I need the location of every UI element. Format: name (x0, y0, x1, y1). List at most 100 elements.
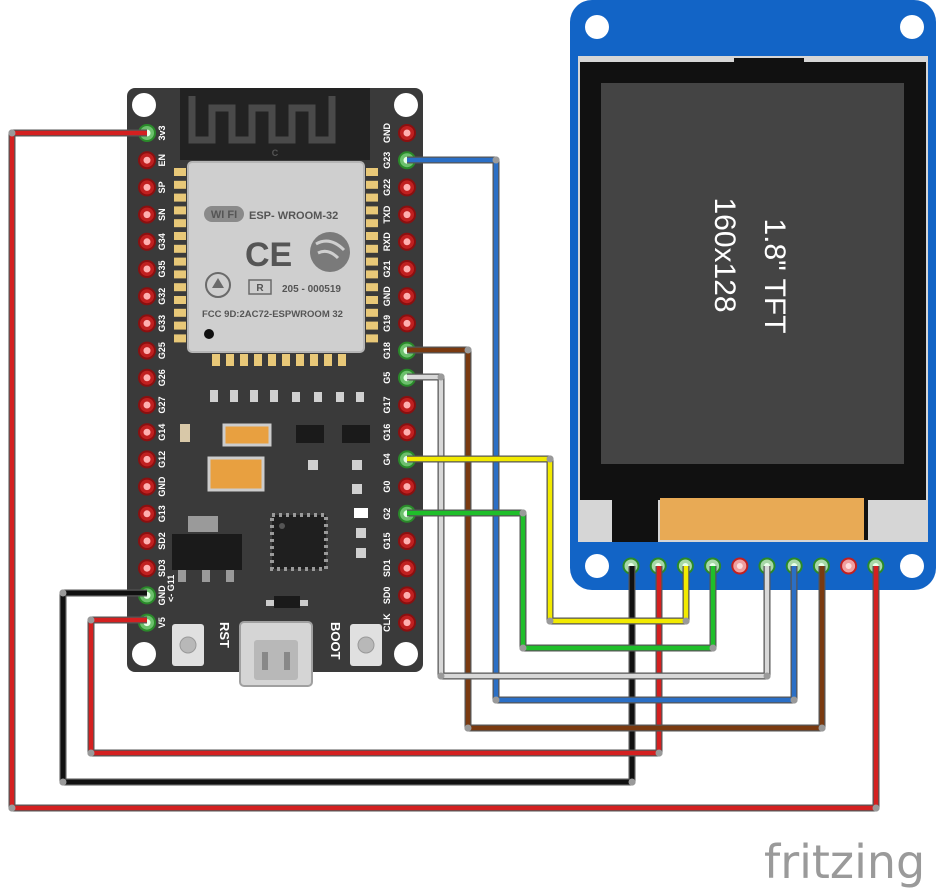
wire-bendpoint[interactable] (519, 509, 527, 517)
module-pad (366, 283, 378, 292)
rst-label: RST (217, 622, 232, 648)
header-pin-hole (143, 483, 151, 491)
wire-bendpoint[interactable] (464, 346, 472, 354)
pin-label: RXD (382, 232, 392, 252)
mount-hole (132, 93, 156, 117)
cert-r-label: R (256, 283, 264, 294)
wire-bendpoint[interactable] (872, 804, 880, 812)
g11-note: <- G11 (166, 575, 176, 602)
pin-label: GND (157, 476, 167, 497)
usb-uart-chip (270, 513, 328, 571)
mount-hole (900, 554, 924, 578)
mount-hole (900, 15, 924, 39)
micro-usb-port (239, 621, 313, 687)
flex-cable-edge (864, 498, 868, 540)
pin-label: G0 (382, 481, 392, 493)
pin1-dot (204, 329, 214, 339)
module-pad (338, 354, 346, 366)
pin-label: 3v3 (157, 125, 167, 140)
wire-bendpoint[interactable] (59, 589, 67, 597)
boot-button[interactable] (350, 624, 382, 666)
wire-bendpoint[interactable] (519, 644, 527, 652)
module-pad (366, 321, 378, 330)
mount-hole (585, 554, 609, 578)
module-pad (254, 354, 262, 366)
module-pad (366, 257, 378, 266)
antenna-label: C (272, 148, 279, 158)
wire-bendpoint[interactable] (655, 749, 663, 757)
header-pin-hole (403, 211, 411, 219)
header-pin-hole (403, 183, 411, 191)
wire-bendpoint[interactable] (8, 129, 16, 137)
wire-bendpoint[interactable] (709, 644, 717, 652)
pin-label: SD1 (382, 559, 392, 577)
wire-bendpoint[interactable] (59, 778, 67, 786)
wire-bendpoint[interactable] (763, 672, 771, 680)
tft-display: 1.8" TFT 160x128 (570, 0, 936, 590)
header-pin-hole (143, 401, 151, 409)
header-pin-hole (143, 211, 151, 219)
module-pad (366, 270, 378, 279)
header-pin-hole (403, 265, 411, 273)
module-pad (366, 193, 378, 202)
header-pin-hole (403, 483, 411, 491)
wire-bendpoint[interactable] (546, 617, 554, 625)
module-pad (366, 219, 378, 228)
module-pad (174, 168, 186, 176)
header-pin-hole (143, 510, 151, 518)
pin-label: V5 (157, 617, 167, 628)
wire-bendpoint[interactable] (818, 724, 826, 732)
header-pin-hole (403, 319, 411, 327)
cert-r-box (248, 279, 272, 295)
tft-pin-hole (845, 563, 852, 569)
tft-pin-hole (736, 563, 743, 569)
pin-label: G15 (382, 532, 392, 549)
module-pad (366, 308, 378, 317)
pin-label: G14 (157, 424, 167, 441)
pin-label: GND (382, 123, 392, 144)
header-pin-hole (403, 564, 411, 572)
pin-label: CLK (382, 613, 392, 632)
ce-mark: CE (245, 236, 292, 274)
cert-number: 205 - 000519 (282, 284, 341, 295)
wire-bendpoint[interactable] (682, 617, 690, 625)
mount-hole (394, 642, 418, 666)
pin-label: G21 (382, 260, 392, 277)
module-pad (366, 206, 378, 215)
rst-button[interactable] (172, 624, 204, 666)
wire-bendpoint[interactable] (492, 696, 500, 704)
pin-label: G17 (382, 396, 392, 413)
pin-label: SP (157, 181, 167, 193)
wire-bendpoint[interactable] (8, 804, 16, 812)
module-pad (174, 308, 186, 317)
module-pads (174, 168, 378, 366)
mount-hole (394, 93, 418, 117)
pin-label: SD0 (382, 587, 392, 605)
wire-bendpoint[interactable] (437, 672, 445, 680)
header-pin-hole (143, 564, 151, 572)
wire-bendpoint[interactable] (546, 455, 554, 463)
wire-bendpoint[interactable] (628, 778, 636, 786)
wire-bendpoint[interactable] (437, 373, 445, 381)
header-pin-hole (143, 428, 151, 436)
pin-label: GND (382, 286, 392, 307)
pin-label: G34 (157, 233, 167, 250)
pin-label: G35 (157, 260, 167, 277)
wire-bendpoint[interactable] (464, 724, 472, 732)
pin-label: G4 (382, 453, 392, 465)
module-pad (174, 219, 186, 228)
header-pin-hole (403, 238, 411, 246)
header-pin-hole (143, 265, 151, 273)
wire-bendpoint[interactable] (492, 156, 500, 164)
wire-bendpoint[interactable] (87, 616, 95, 624)
flex-cable-left (612, 498, 658, 542)
recycle-cert-icon (205, 272, 231, 298)
wifi-logo-icon: WI FI (204, 206, 244, 222)
module-pad (366, 180, 378, 189)
module-pad (174, 193, 186, 202)
pin-label: G19 (382, 315, 392, 332)
pin-label: G27 (157, 396, 167, 413)
wire-bendpoint[interactable] (790, 696, 798, 704)
wire-bendpoint[interactable] (87, 749, 95, 757)
